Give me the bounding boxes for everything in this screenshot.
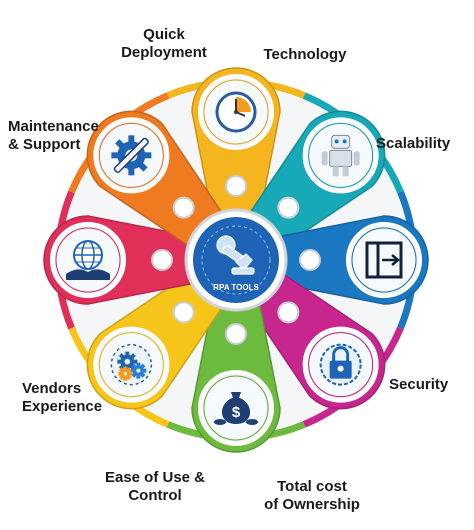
label-technology: Technology [263, 46, 347, 63]
petal-knob [225, 323, 247, 345]
scale-box-icon [365, 241, 403, 279]
petal-knob [172, 196, 195, 219]
petal-total-cost-of-ownership: $ [191, 305, 281, 453]
petal-maintenance-support [86, 110, 222, 246]
robot-arm-icon [216, 235, 255, 275]
petal-knob [151, 249, 173, 271]
svg-text:$: $ [232, 404, 241, 421]
hub-inner-ring [201, 225, 271, 295]
clock-icon [215, 91, 257, 133]
handshake-globe-icon [66, 240, 110, 280]
petal-quick-deployment [191, 67, 281, 215]
petal-knob [299, 249, 321, 271]
padlock-icon [319, 343, 362, 386]
label-maintenance-support: Maintenance& Support [8, 118, 99, 153]
petals: $ [43, 67, 429, 453]
petal-ease-of-use-control [86, 274, 222, 410]
center-hub: RPA TOOLS [184, 208, 288, 312]
petal-knob [225, 175, 247, 197]
petal-knob [172, 301, 195, 324]
robot-icon [321, 134, 360, 177]
petal-technology [250, 110, 386, 246]
gears-icon [110, 343, 153, 386]
petal-security [250, 274, 386, 410]
petal-vendors-experience [43, 215, 191, 305]
label-scalability: Scalability [376, 135, 451, 152]
petal-knob [277, 196, 300, 219]
money-bag-icon: $ [214, 392, 258, 425]
label-ease-of-use-control: Ease of Use &Control [104, 469, 206, 504]
hub-label: RPA TOOLS [213, 283, 259, 292]
petal-knob [277, 301, 300, 324]
petal-scalability [281, 215, 429, 305]
gear-wrench-icon [111, 135, 152, 176]
label-security: Security [389, 376, 449, 393]
